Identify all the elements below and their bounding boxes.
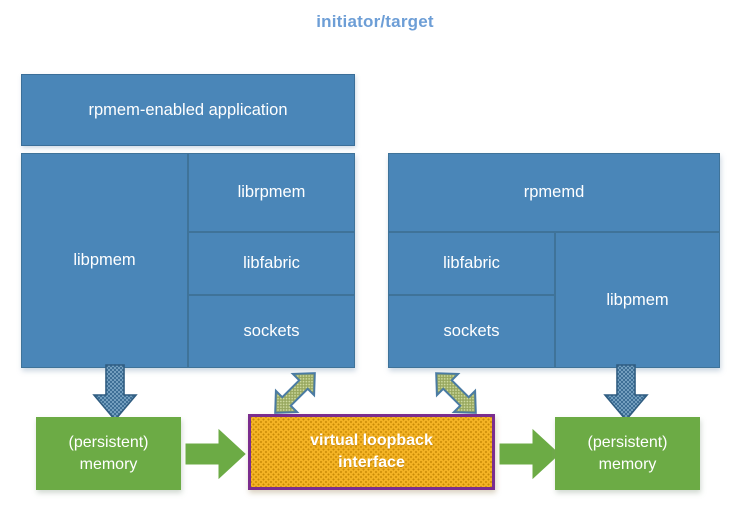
arrow-loopback-to-right-memory xyxy=(499,427,560,481)
box-libpmem-initiator[interactable]: libpmem xyxy=(21,153,188,368)
box-label: (persistent)memory xyxy=(587,433,668,473)
box-right-persistent-memory[interactable]: (persistent)memory xyxy=(555,417,700,490)
box-rpmemd[interactable]: rpmemd xyxy=(388,153,720,232)
initiator-library-stack: libpmem librpmem libfabric sockets xyxy=(21,153,355,368)
box-label: libpmem xyxy=(606,290,669,309)
arrow-libpmem-to-left-memory xyxy=(92,364,138,422)
arrow-target-libpmem-to-right-memory xyxy=(603,364,649,422)
box-label: libpmem xyxy=(73,251,136,269)
arrow-initiator-sockets-to-loopback xyxy=(266,364,324,422)
target-library-stack: rpmemd libfabric sockets libpmem xyxy=(388,153,720,368)
box-librpmem[interactable]: librpmem xyxy=(188,153,355,232)
arrow-left-memory-to-loopback xyxy=(185,427,246,481)
box-label: sockets xyxy=(443,322,500,340)
box-libfabric-initiator[interactable]: libfabric xyxy=(188,232,355,295)
box-libfabric-target[interactable]: libfabric xyxy=(388,232,555,295)
box-label: librpmem xyxy=(237,183,306,201)
box-rpmem-enabled-application[interactable]: rpmem-enabled application xyxy=(21,74,355,146)
box-label: libfabric xyxy=(443,254,500,272)
box-label: (persistent)memory xyxy=(68,433,149,473)
page-title: initiator/target xyxy=(316,12,434,31)
box-sockets-target[interactable]: sockets xyxy=(388,295,555,368)
box-left-persistent-memory[interactable]: (persistent)memory xyxy=(36,417,181,490)
box-sockets-initiator[interactable]: sockets xyxy=(188,295,355,368)
arrow-loopback-to-target-sockets xyxy=(427,364,485,422)
box-libpmem-target[interactable]: libpmem xyxy=(555,232,720,368)
box-label: rpmem-enabled application xyxy=(88,100,288,119)
box-label: rpmemd xyxy=(523,183,585,201)
box-label: libfabric xyxy=(243,254,300,272)
box-label: sockets xyxy=(243,322,300,340)
